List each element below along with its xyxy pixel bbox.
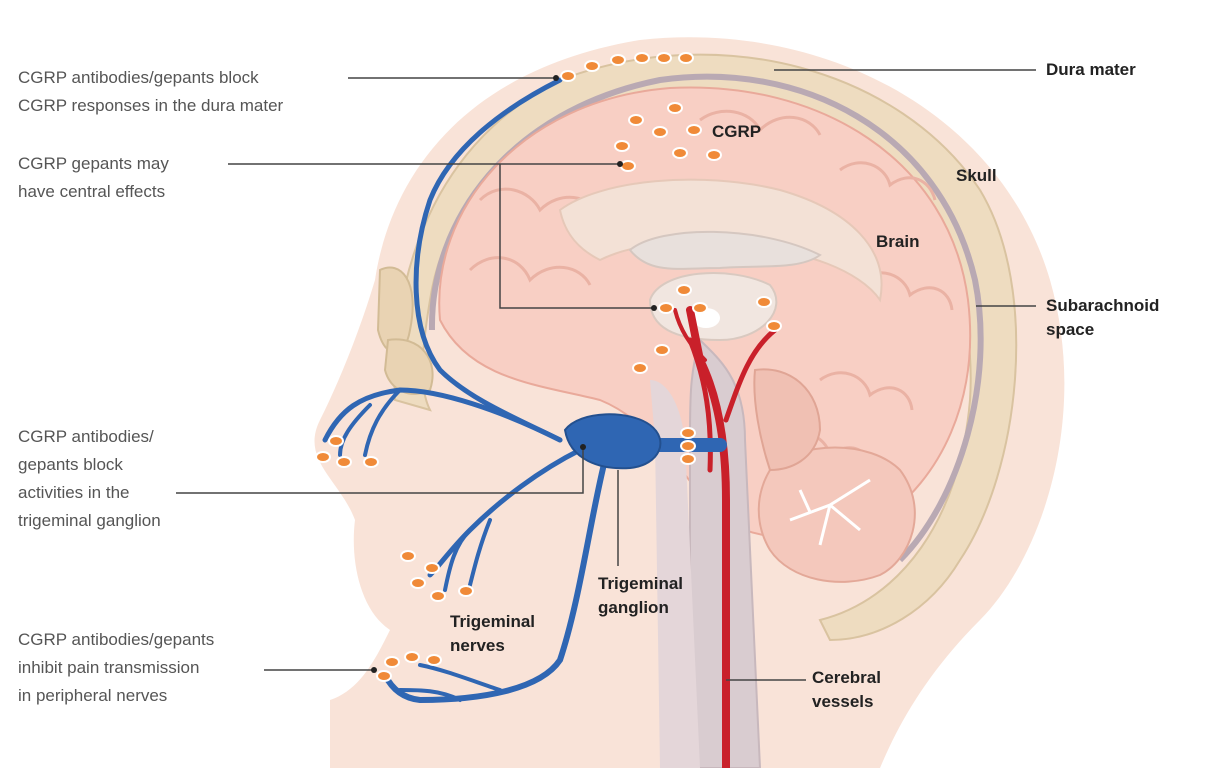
label-cgrp: CGRP: [712, 120, 761, 144]
cgrp-dot: [635, 53, 649, 63]
annotation-line: gepants block: [18, 451, 161, 479]
cgrp-dot: [707, 150, 721, 160]
annotation-line: CGRP antibodies/gepants: [18, 626, 214, 654]
cgrp-dot: [561, 71, 575, 81]
annotation-ganglion-block: CGRP antibodies/ gepants block activitie…: [18, 423, 161, 535]
label-line: Trigeminal: [450, 610, 535, 634]
cgrp-dot: [337, 457, 351, 467]
label-cerebral-vessels: Cerebral vessels: [812, 666, 881, 714]
leader-dot: [617, 161, 623, 167]
cgrp-dot: [668, 103, 682, 113]
cgrp-dot: [693, 303, 707, 313]
cgrp-dot: [329, 436, 343, 446]
label-line: vessels: [812, 690, 881, 714]
label-line: nerves: [450, 634, 535, 658]
cgrp-dot: [377, 671, 391, 681]
annotation-line: CGRP gepants may: [18, 150, 169, 178]
cgrp-dot: [681, 428, 695, 438]
label-line: Subarachnoid: [1046, 294, 1159, 318]
label-dura-mater: Dura mater: [1046, 58, 1136, 82]
cgrp-dot: [655, 345, 669, 355]
cgrp-dot: [657, 53, 671, 63]
annotation-central-effects: CGRP gepants may have central effects: [18, 150, 169, 206]
cgrp-dot: [687, 125, 701, 135]
leader-dot: [580, 444, 586, 450]
cgrp-dot: [633, 363, 647, 373]
annotation-line: CGRP antibodies/gepants block: [18, 64, 283, 92]
label-trigeminal-nerves: Trigeminal nerves: [450, 610, 535, 658]
cgrp-dot: [653, 127, 667, 137]
label-subarachnoid-space: Subarachnoid space: [1046, 294, 1159, 342]
label-skull: Skull: [956, 164, 997, 188]
label-line: ganglion: [598, 596, 683, 620]
cgrp-dot: [679, 53, 693, 63]
cgrp-dot: [615, 141, 629, 151]
leader-dot: [651, 305, 657, 311]
annotation-dura-block: CGRP antibodies/gepants block CGRP respo…: [18, 64, 283, 120]
cgrp-dot: [316, 452, 330, 462]
cgrp-dot: [411, 578, 425, 588]
cgrp-dot: [425, 563, 439, 573]
cgrp-dot: [659, 303, 673, 313]
annotation-peripheral: CGRP antibodies/gepants inhibit pain tra…: [18, 626, 214, 710]
label-brain: Brain: [876, 230, 919, 254]
leader-dot: [371, 667, 377, 673]
annotation-line: in peripheral nerves: [18, 682, 214, 710]
cgrp-dot: [405, 652, 419, 662]
cgrp-dot: [611, 55, 625, 65]
cgrp-dot: [767, 321, 781, 331]
annotation-line: CGRP responses in the dura mater: [18, 92, 283, 120]
cgrp-dot: [385, 657, 399, 667]
cgrp-dot: [681, 454, 695, 464]
cgrp-dot: [427, 655, 441, 665]
cgrp-dot: [401, 551, 415, 561]
annotation-line: activities in the: [18, 479, 161, 507]
annotation-line: trigeminal ganglion: [18, 507, 161, 535]
label-line: Trigeminal: [598, 572, 683, 596]
label-line: space: [1046, 318, 1159, 342]
annotation-line: inhibit pain transmission: [18, 654, 214, 682]
cgrp-dot: [677, 285, 691, 295]
annotation-line: CGRP antibodies/: [18, 423, 161, 451]
cgrp-dot: [673, 148, 687, 158]
cgrp-dot: [629, 115, 643, 125]
cgrp-dot: [585, 61, 599, 71]
label-trigeminal-ganglion: Trigeminal ganglion: [598, 572, 683, 620]
leader-dot: [553, 75, 559, 81]
cgrp-dot: [621, 161, 635, 171]
cgrp-dot: [757, 297, 771, 307]
cgrp-dot: [431, 591, 445, 601]
cgrp-dot: [681, 441, 695, 451]
annotation-line: have central effects: [18, 178, 169, 206]
cgrp-dot: [364, 457, 378, 467]
label-line: Cerebral: [812, 666, 881, 690]
cgrp-dot: [459, 586, 473, 596]
